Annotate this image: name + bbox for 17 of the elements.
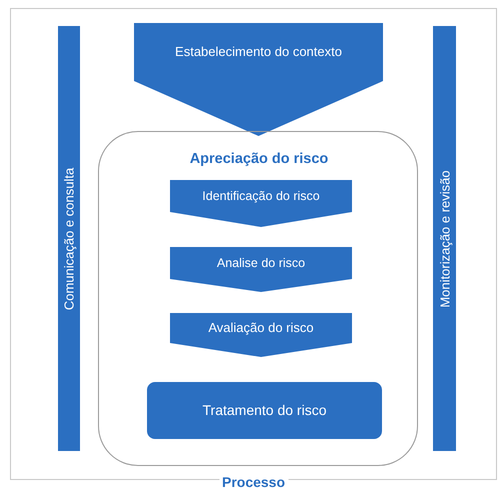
frame-title: Processo (218, 474, 288, 488)
process-arrow-shape (170, 180, 352, 227)
step-label: Estabelecimento do contexto (174, 44, 343, 60)
process-box (147, 382, 382, 439)
side-bar (58, 26, 80, 451)
step-label: Analise do risco (216, 256, 306, 270)
bar-label: Monitorização e revisão (437, 170, 452, 308)
process-arrow-shape (170, 247, 352, 292)
process-arrow-shape (170, 313, 352, 357)
group-title: Apreciação do risco (188, 151, 330, 167)
step-label: Tratamento do risco (202, 402, 328, 418)
step-label: Identificação do risco (201, 188, 321, 202)
group-frame (98, 131, 418, 466)
step-label: Avaliação do risco (207, 320, 315, 336)
process-arrow-shape (134, 23, 383, 136)
bar-label: Comunicação e consulta (62, 167, 76, 310)
side-bar (433, 26, 456, 451)
